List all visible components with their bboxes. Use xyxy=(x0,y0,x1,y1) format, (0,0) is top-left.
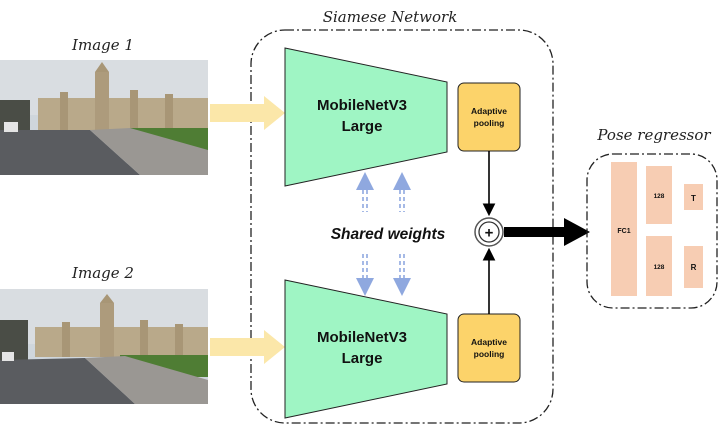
shared-weights-arrows xyxy=(362,190,405,278)
encoder-top xyxy=(284,47,448,187)
encoder-bottom xyxy=(284,279,448,419)
regressor-fc1 xyxy=(611,162,637,296)
regressor-output-t-label: T xyxy=(691,194,696,203)
merge-add-node xyxy=(474,217,504,247)
pooling-bottom-line2: pooling xyxy=(474,349,505,359)
regressor-fc-top-label: 128 xyxy=(654,193,665,200)
regressor-fc-top xyxy=(646,166,672,224)
regressor-fc-bottom-label: 128 xyxy=(654,264,665,271)
pose-regressor-container xyxy=(586,153,718,309)
regressor-fc-bottom xyxy=(646,236,672,296)
image1-photo xyxy=(0,60,208,175)
shared-weights-label: Shared weights xyxy=(331,226,446,243)
input-arrow-bottom xyxy=(210,330,285,364)
pooling-top-line2: pooling xyxy=(474,118,505,128)
pooling-bottom xyxy=(457,313,521,383)
regressor-output-r xyxy=(684,246,703,288)
shared-weights-arrowheads xyxy=(356,172,411,296)
merge-to-regressor-arrow xyxy=(504,218,590,246)
image2-photo xyxy=(0,289,208,404)
pose-regressor-title: Pose regressor xyxy=(596,126,711,144)
encoder-top-line2: Large xyxy=(342,118,383,135)
encoder-top-line1: MobileNetV3 xyxy=(317,97,407,114)
regressor-fc1-label: FC1 xyxy=(617,228,630,235)
regressor-output-r-label: R xyxy=(691,263,697,272)
image2-label: Image 2 xyxy=(71,264,134,282)
regressor-output-t xyxy=(684,184,703,210)
input-arrow-top xyxy=(210,96,285,130)
encoder-bottom-line2: Large xyxy=(342,350,383,367)
merge-add-symbol: + xyxy=(485,225,494,242)
pooling-top-line1: Adaptive xyxy=(471,106,507,116)
image1-label: Image 1 xyxy=(71,36,134,54)
pooling-bottom-line1: Adaptive xyxy=(471,337,507,347)
siamese-network-title: Siamese Network xyxy=(323,8,458,26)
siamese-network-container xyxy=(250,29,554,424)
encoder-bottom-line1: MobileNetV3 xyxy=(317,329,407,346)
pooling-top xyxy=(457,82,521,152)
